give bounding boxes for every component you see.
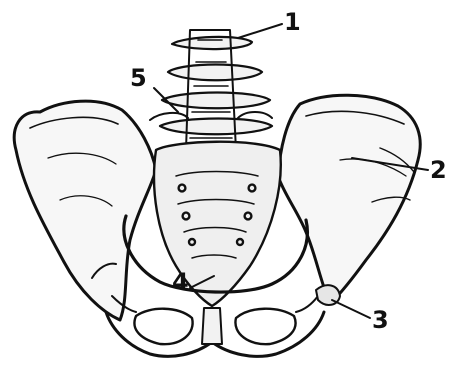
- leader-line-1: [238, 24, 282, 38]
- callout-label-2: 2: [430, 156, 447, 184]
- lumbar-vertebrae: [150, 30, 272, 150]
- callout-label-5: 5: [130, 64, 147, 92]
- right-ilium: [278, 95, 420, 304]
- pubic-symphysis: [202, 308, 222, 344]
- left-ilium: [14, 101, 156, 320]
- callout-label-1: 1: [284, 8, 301, 36]
- callout-label-3: 3: [372, 306, 389, 334]
- left-obturator-foramen: [134, 309, 192, 344]
- right-obturator-foramen: [235, 309, 295, 344]
- callout-label-4: 4: [172, 268, 189, 296]
- leader-line-3: [332, 300, 370, 318]
